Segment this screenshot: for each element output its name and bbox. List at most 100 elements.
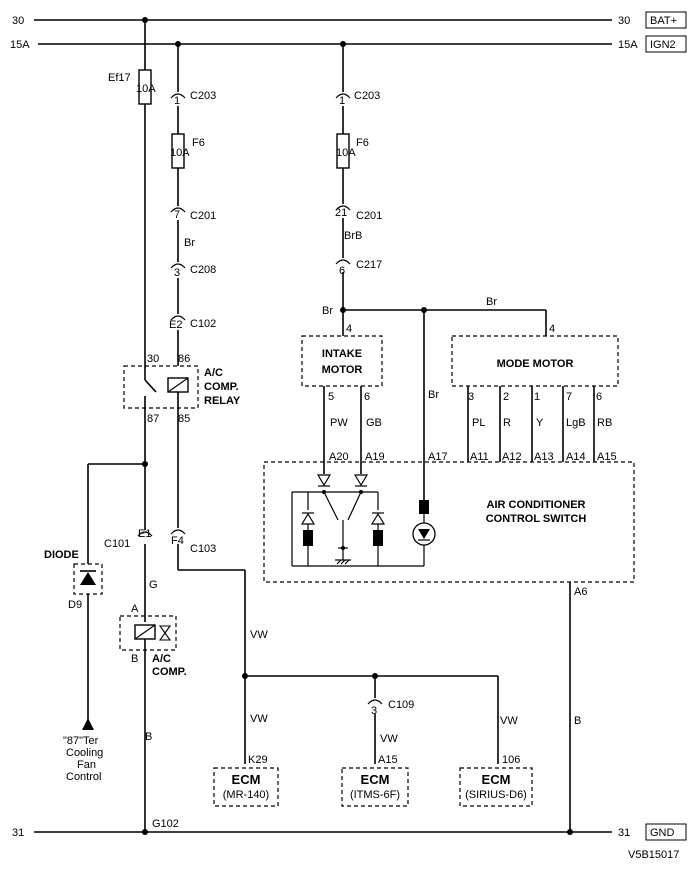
- relay-title: A/C: [204, 367, 223, 379]
- indicator-led: [303, 530, 313, 546]
- wire-b-left: B: [145, 731, 152, 743]
- c101-name: C101: [104, 538, 130, 550]
- switch-pin: A20: [329, 451, 349, 463]
- gnd-rail-right-number: 31: [618, 827, 630, 839]
- diode-name: DIODE: [44, 549, 79, 561]
- switch-pin: A11: [470, 451, 489, 463]
- mode-pin: 1: [534, 391, 540, 403]
- ef17-branch: Ef17 10A: [108, 17, 156, 380]
- ecm-itms6f: A15 ECM (ITMS-6F): [341, 754, 409, 807]
- ecm3-sub: (SIRIUS-D6): [465, 789, 527, 801]
- fuse-f6-right-rating: 10A: [336, 147, 356, 159]
- switch-title: AIR CONDITIONER: [487, 499, 586, 511]
- diode-symbol: [80, 572, 96, 585]
- switch-pin: A14: [566, 451, 586, 463]
- wire-pl: PL: [472, 417, 485, 429]
- ecm1-sub: (MR-140): [223, 789, 269, 801]
- relay-title-line3: RELAY: [204, 395, 241, 407]
- comp-title-line2: COMP.: [152, 666, 187, 678]
- ecm3-name: ECM: [482, 772, 511, 787]
- switch-pin: A15: [597, 451, 617, 463]
- diode-d9: DIODE D9 "87"Ter Cooling Fan Control: [44, 549, 103, 783]
- ground-g102: G102: [152, 818, 179, 830]
- mode-pin: 2: [503, 391, 509, 403]
- wire-br-vertical: Br: [428, 389, 439, 401]
- fuse-f6-left-rating: 10A: [170, 147, 190, 159]
- wire-vw-d: VW: [500, 715, 518, 727]
- mode-pin: 6: [596, 391, 602, 403]
- fan-control-line4: Control: [66, 771, 101, 783]
- diode-symbol: [353, 474, 369, 487]
- comp-title: A/C: [152, 653, 171, 665]
- wire-brb: BrB: [344, 230, 362, 242]
- gnd-rail: 31 31 GND: [12, 823, 687, 841]
- relay-pin-87: 87: [147, 413, 159, 425]
- ecm-siriusd6: 106 ECM (SIRIUS-D6): [459, 754, 533, 807]
- c201-right-pin: 21: [335, 207, 347, 219]
- switch-pin: A13: [534, 451, 554, 463]
- switch-ground: A6 B: [567, 582, 587, 835]
- comp-pin-b: B: [131, 653, 138, 665]
- ign-rail-name: IGN2: [650, 39, 676, 51]
- fuse-f6-right-name: F6: [356, 137, 369, 149]
- bat-rail: 30 30 BAT+: [12, 11, 687, 29]
- wire-br-left: Br: [184, 237, 195, 249]
- c201-left-name: C201: [190, 210, 216, 222]
- c102-pin: E2: [169, 319, 182, 331]
- c103-name: C103: [190, 543, 216, 555]
- wire-vw-b: VW: [250, 713, 268, 725]
- comp-feed: E1 C101 G: [87, 408, 158, 622]
- c208-name: C208: [190, 264, 216, 276]
- ecm2-sub: (ITMS-6F): [350, 789, 400, 801]
- switch-pin: A19: [365, 451, 385, 463]
- ecm3-pin: 106: [502, 754, 520, 766]
- gnd-rail-name: GND: [650, 827, 675, 839]
- wire-br-top: Br: [486, 296, 497, 308]
- gnd-rail-left-label: 31: [12, 827, 24, 839]
- bat-rail-left-label: 30: [12, 15, 24, 27]
- ac-compressor: A B A/C COMP. B G102: [119, 603, 187, 835]
- c203-right-name: C203: [354, 90, 380, 102]
- c102-name: C102: [190, 318, 216, 330]
- wire-b-right: B: [574, 715, 581, 727]
- c103-pin: F4: [171, 535, 184, 547]
- ac-control-switch: A20 A19 A17 A11 A12 A13 A14 A15 AIR COND…: [263, 451, 635, 583]
- comp-pin-a: A: [131, 603, 139, 615]
- switch-pin: A17: [428, 451, 448, 463]
- fan-control-arrow: [82, 718, 94, 730]
- c109-pin: 3: [371, 705, 377, 717]
- c203-right-pin: 1: [339, 95, 345, 107]
- indicator-led: [419, 500, 429, 514]
- wire-br-junction: Br: [322, 305, 333, 317]
- c217-pin: 6: [339, 265, 345, 277]
- mode-pin: 7: [566, 391, 572, 403]
- relay-pin-86: 86: [178, 353, 190, 365]
- switch-title-line2: CONTROL SWITCH: [486, 513, 587, 525]
- fan-control-line3: Fan: [77, 759, 96, 771]
- mode-title: MODE MOTOR: [497, 358, 574, 370]
- wire-g: G: [149, 579, 158, 591]
- ecm-mr140: K29 ECM (MR-140): [213, 754, 279, 807]
- diode-symbol: [316, 474, 332, 487]
- wire-y: Y: [536, 417, 544, 429]
- ecm-feed: F4 C103 VW VW 3 C109 VW VW: [170, 408, 518, 764]
- fan-control-line1: "87"Ter: [63, 735, 99, 747]
- ac-comp-relay: 30 86 87 85 A/C COMP. RELAY: [123, 353, 241, 425]
- switch-pin: A12: [502, 451, 522, 463]
- intake-title-line2: MOTOR: [322, 364, 363, 376]
- c101-pin: E1: [138, 528, 151, 540]
- c208-pin: 3: [174, 267, 180, 279]
- indicator-led: [373, 530, 383, 546]
- fuse-ef17-name: Ef17: [108, 72, 131, 84]
- fuse-f6-left-name: F6: [192, 137, 205, 149]
- bat-rail-name: BAT+: [650, 15, 677, 27]
- c109-name: C109: [388, 699, 414, 711]
- ecm2-pin: A15: [378, 754, 398, 766]
- fan-control-line2: Cooling: [66, 747, 103, 759]
- c201-right-name: C201: [356, 210, 382, 222]
- mode-pin-4: 4: [549, 323, 555, 335]
- c201-left-pin: 7: [174, 209, 180, 221]
- ecm2-name: ECM: [361, 772, 390, 787]
- wire-pw: PW: [330, 417, 348, 429]
